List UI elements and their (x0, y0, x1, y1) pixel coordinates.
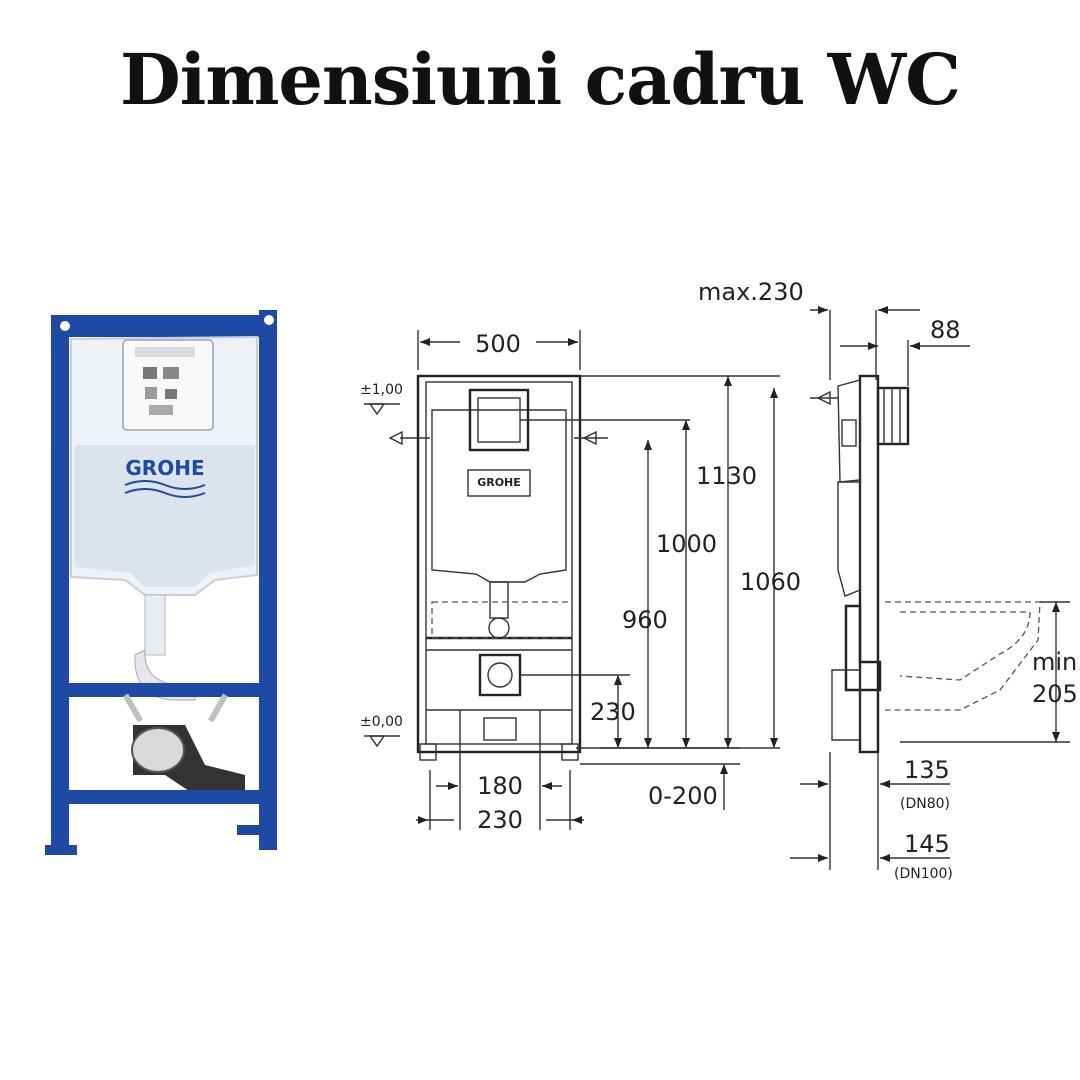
level-bottom-label: ±0,00 (360, 714, 403, 730)
dim-width-500: 500 (475, 330, 521, 358)
dim-height-1060: 1060 (740, 568, 801, 596)
dim-adjust-0-200: 0-200 (648, 782, 718, 810)
dim-145: 145 (904, 830, 950, 858)
cistern-brand-label: GROHE (477, 476, 521, 489)
level-top-label: ±1,00 (360, 382, 403, 398)
dim-height-1000: 1000 (656, 530, 717, 558)
dim-min-205: 205 (1032, 680, 1078, 708)
dim-height-1130: 1130 (696, 462, 757, 490)
dim-height-230: 230 (590, 698, 636, 726)
dim-width-230: 230 (477, 806, 523, 834)
grohe-logo: GROHE (125, 456, 204, 480)
dim-width-180: 180 (477, 772, 523, 800)
dimension-drawing: GROHE ±1,00 ±0,00 500 960 (360, 278, 1080, 882)
installation-frame-photo: GROHE (45, 310, 277, 855)
dim-depth-88: 88 (930, 316, 961, 344)
page-title: Dimensiuni cadru WC (120, 38, 961, 121)
front-view: GROHE (388, 374, 608, 761)
side-view (810, 374, 1041, 754)
dim-height-960: 960 (622, 606, 668, 634)
dim-max-230: max.230 (698, 278, 804, 306)
dim-dn100: (DN100) (894, 866, 953, 882)
dim-min-label: min. (1032, 648, 1080, 676)
dim-135: 135 (904, 756, 950, 784)
dim-dn80: (DN80) (900, 796, 950, 812)
